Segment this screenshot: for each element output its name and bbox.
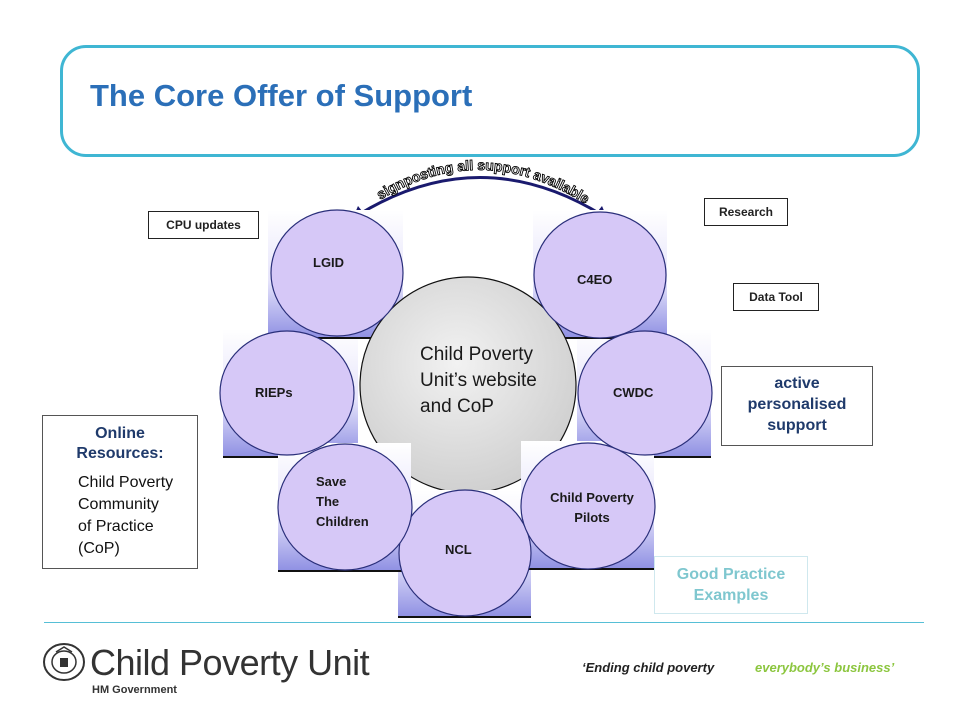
circle-child-poverty-pilots [520, 442, 656, 570]
node-label-rieps: RIEPs [255, 385, 293, 400]
logo-subtitle: HM Government [92, 684, 177, 696]
active-support-box: active personalised support [721, 366, 873, 446]
online-resources-box [42, 415, 198, 569]
circle-c4eo [533, 211, 667, 339]
signposting-label: signposting all support available [374, 157, 593, 207]
title-frame [60, 45, 920, 157]
research-tag: Research [704, 198, 788, 226]
online-resources-list: Child Poverty Community of Practice (CoP… [78, 474, 174, 557]
node-label-lgid: LGID [313, 255, 345, 270]
circle-cwdc [577, 330, 713, 456]
node-label-child-poverty-pilots: Child Poverty Pilots [550, 490, 634, 525]
circle-ncl [398, 489, 532, 617]
logo-name: Child Poverty Unit [90, 642, 370, 683]
tagline-part1: ‘Ending child poverty [582, 660, 715, 675]
circle-rieps [219, 330, 355, 456]
good-practice-box: Good Practice Examples [654, 556, 808, 614]
footer-divider [44, 622, 924, 623]
signposting-arc [357, 176, 603, 217]
center-label: Child Poverty Unit’s website and CoP [420, 344, 537, 417]
cpu-updates-tag: CPU updates [148, 211, 259, 239]
node-label-save-the-children: Save The Children [316, 474, 369, 529]
page-title: The Core Offer of Support [90, 78, 473, 113]
node-label-c4eo: C4EO [577, 272, 613, 287]
data-tool-tag: Data Tool [733, 283, 819, 311]
node-label-cwdc: CWDC [613, 385, 654, 400]
circle-save-the-children [277, 443, 413, 571]
tagline-part2: everybody’s business’ [755, 660, 895, 675]
crest-logo [43, 643, 85, 681]
circle-lgid [270, 209, 404, 337]
online-resources-title: Online Resources: [76, 425, 164, 462]
node-label-ncl: NCL [445, 542, 472, 557]
